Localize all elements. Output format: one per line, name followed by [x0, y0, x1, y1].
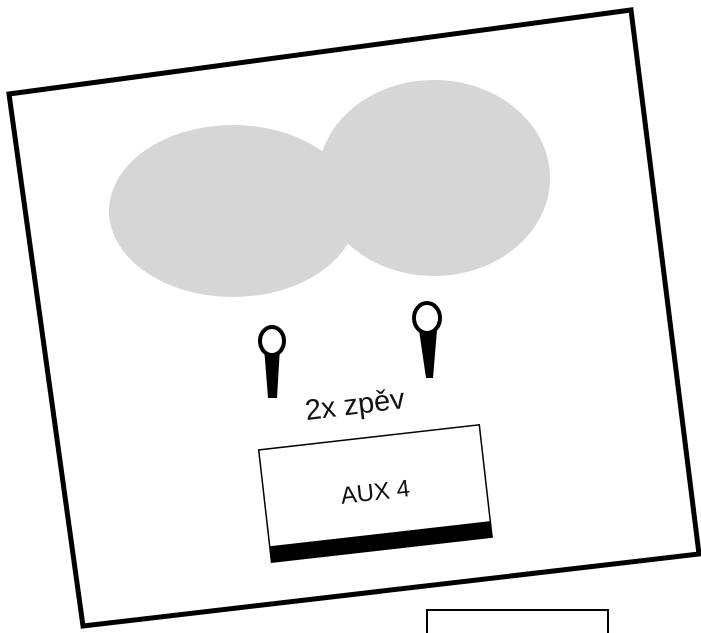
microphone-head: [412, 301, 442, 335]
performer-area: [109, 80, 550, 297]
performer-area-right: [318, 80, 550, 276]
microphone-body: [419, 330, 437, 378]
stage-monitor-base: [269, 521, 493, 563]
microphone-icon: [258, 325, 286, 398]
microphone-head: [258, 325, 286, 357]
partial-box: [426, 609, 609, 633]
performer-area-left: [109, 125, 357, 297]
stage-monitor: AUX 4: [257, 423, 493, 564]
microphone-icon: [412, 301, 442, 378]
microphone-body: [264, 347, 280, 398]
